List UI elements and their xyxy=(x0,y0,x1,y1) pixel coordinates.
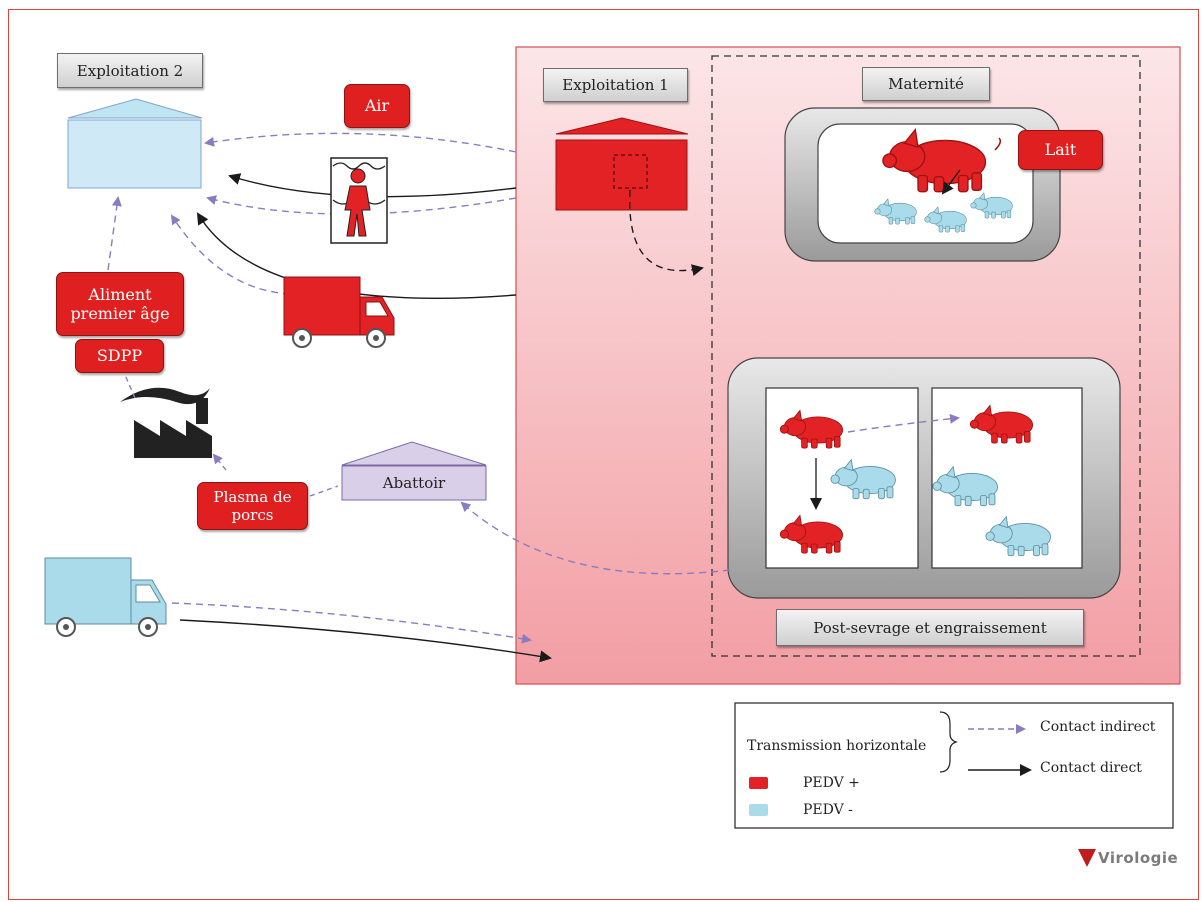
legend-box xyxy=(734,702,1174,829)
legend-negative-swatch xyxy=(749,804,768,816)
truck-indirect-arrow xyxy=(170,214,291,295)
virologie-logo: Virologie xyxy=(1078,846,1178,870)
virologie-logo-mark xyxy=(1078,849,1096,867)
abattoir-to-plasma-line xyxy=(309,485,339,497)
exploitation1-label: Exploitation 1 xyxy=(543,68,688,102)
abattoir-label: Abattoir xyxy=(382,474,446,492)
factory-icon xyxy=(120,387,212,458)
feed-to-farm2-arrow xyxy=(107,196,122,271)
barn-dashed-region xyxy=(711,55,1141,657)
legend-indirect-label: Contact indirect xyxy=(1040,719,1156,735)
red-truck-icon xyxy=(283,276,395,348)
legend-title: Transmission horizontale xyxy=(747,738,927,754)
plasma-to-factory-arrow xyxy=(212,453,227,471)
sdpp-label: SDPP xyxy=(75,339,164,373)
aliment-line2: premier âge xyxy=(70,304,170,323)
aliment-line1: Aliment xyxy=(88,284,152,304)
farm1-barn xyxy=(555,117,689,211)
lait-label: Lait xyxy=(1018,130,1103,170)
legend-direct-label: Contact direct xyxy=(1040,760,1142,776)
legend-positive-label: PEDV + xyxy=(803,775,860,791)
plasma-label: Plasma de porcs xyxy=(197,482,308,530)
plasma-line1: Plasma de xyxy=(213,488,292,506)
air-indirect-arrow xyxy=(204,132,517,153)
maternite-label: Maternité xyxy=(862,67,990,101)
abattoir-building xyxy=(341,441,487,501)
virologie-logo-text: Virologie xyxy=(1098,849,1179,867)
farm1-to-barn-arrow xyxy=(629,189,704,277)
legend-positive-swatch xyxy=(749,777,768,789)
factory-to-sdpp-line xyxy=(124,374,136,399)
farm2-building xyxy=(67,98,203,189)
pig-indirect-arrow xyxy=(847,413,960,433)
person-icon xyxy=(330,157,388,244)
legend-negative-label: PEDV - xyxy=(803,802,853,818)
figure-frame xyxy=(8,9,1199,900)
post-sevrage-label: Post-sevrage et engraissement xyxy=(776,609,1084,646)
blue-truck-indirect-arrow xyxy=(171,602,532,644)
legend-brace xyxy=(939,711,958,773)
blue-truck-direct-arrow xyxy=(179,619,552,663)
exploitation2-label: Exploitation 2 xyxy=(57,53,203,88)
plasma-line2: porcs xyxy=(231,506,274,524)
blue-truck-icon xyxy=(44,557,167,637)
sow-to-piglet-arrow xyxy=(941,169,961,195)
aliment-label: Aliment premier âge xyxy=(56,272,184,336)
pen-to-abattoir-arrow xyxy=(460,501,731,575)
air-label: Air xyxy=(344,84,410,128)
